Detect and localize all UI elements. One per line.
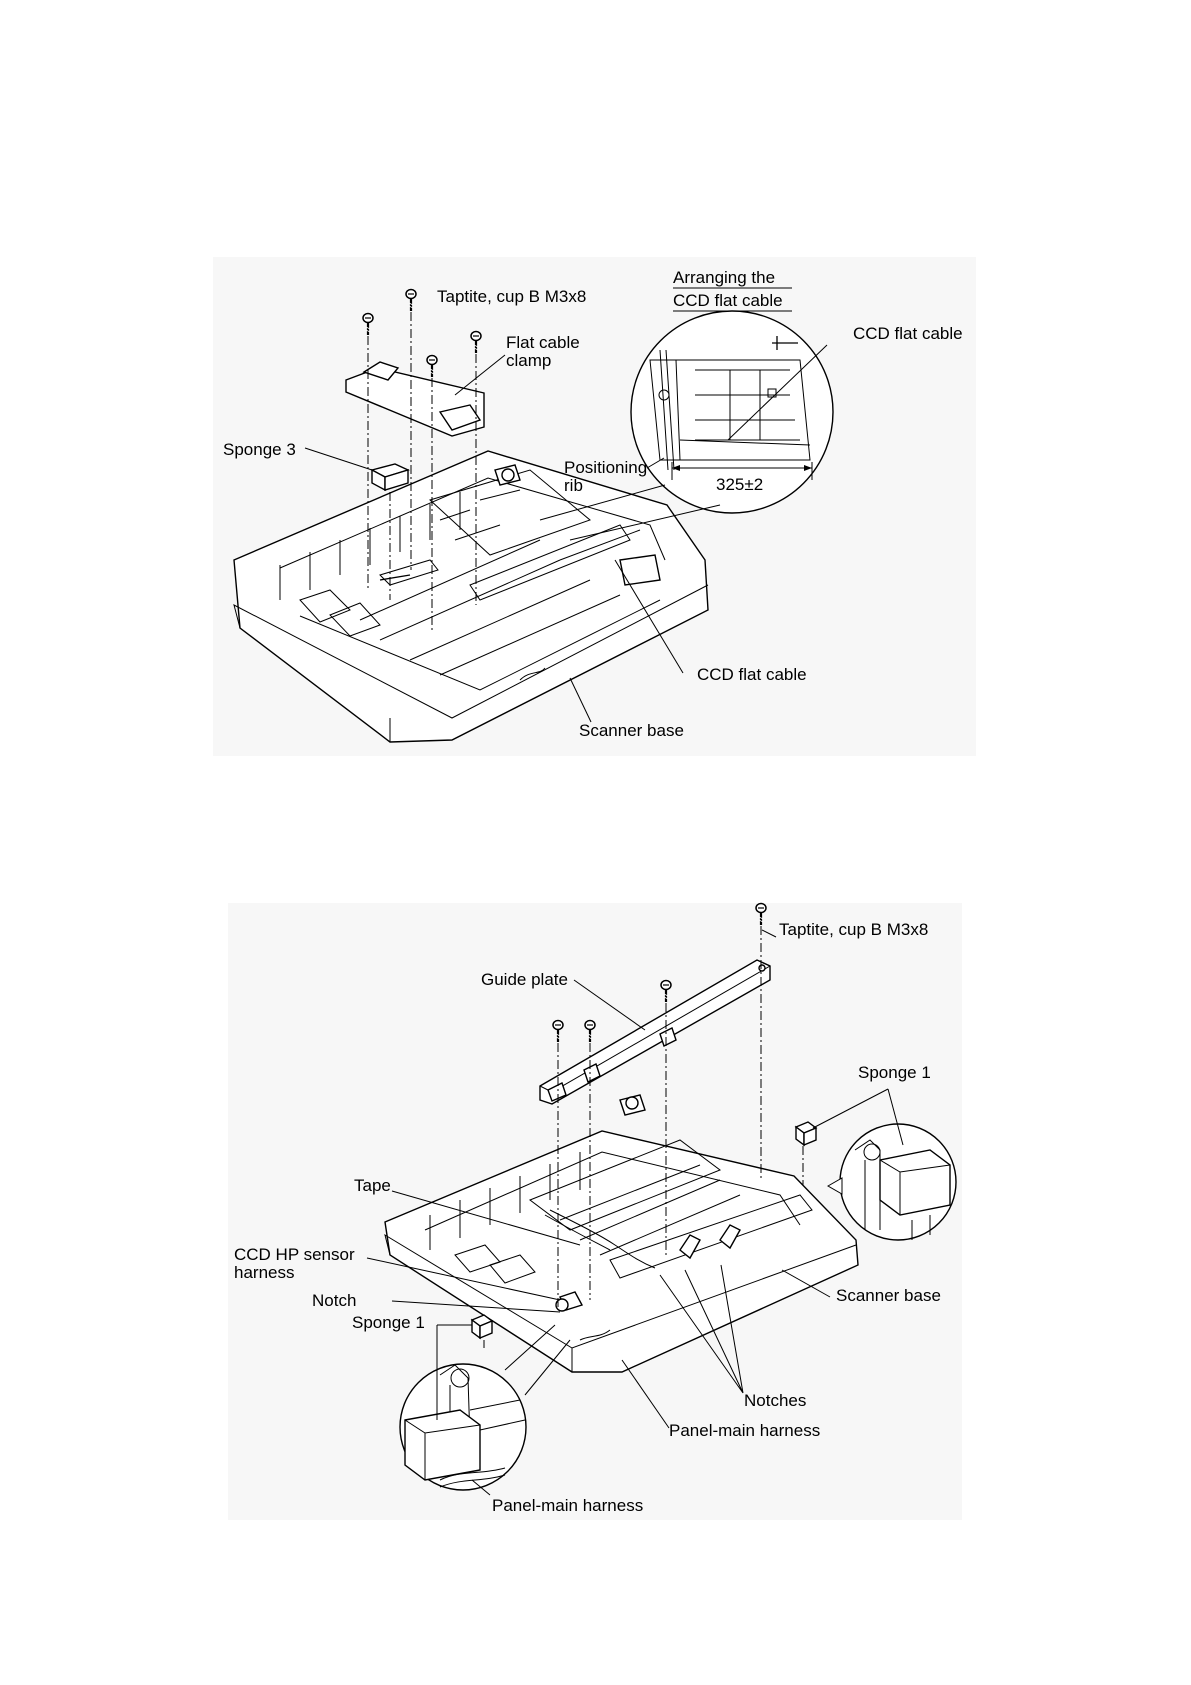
label-guide-plate: Guide plate — [481, 970, 568, 989]
label-panel-main-harness: Panel-main harness — [669, 1421, 820, 1440]
label-flat-cable-clamp-line2: clamp — [506, 351, 551, 370]
label-sponge-1-left: Sponge 1 — [352, 1313, 425, 1332]
bottom-figure: Taptite, cup B M3x8 Guide plate Sponge 1… — [228, 903, 962, 1520]
sponge-1-left — [472, 1315, 492, 1338]
label-ccd-hp-sensor-line2: harness — [234, 1263, 294, 1282]
label-notches: Notches — [744, 1391, 806, 1410]
label-sponge-1-right: Sponge 1 — [858, 1063, 931, 1082]
label-positioning-rib-line1: Positioning — [564, 458, 647, 477]
label-dimension: 325±2 — [716, 475, 763, 494]
inset-title-line1: Arranging the — [673, 268, 775, 287]
label-tape: Tape — [354, 1176, 391, 1195]
label-sponge-3: Sponge 3 — [223, 440, 296, 459]
label-inset-ccd-flat-cable: CCD flat cable — [853, 324, 963, 343]
sponge-1-right — [796, 1122, 816, 1145]
label-taptite-screw-top: Taptite, cup B M3x8 — [437, 287, 586, 306]
label-flat-cable-clamp-line1: Flat cable — [506, 333, 580, 352]
label-notch: Notch — [312, 1291, 356, 1310]
top-figure: Taptite, cup B M3x8 Flat cable clamp Spo… — [213, 257, 976, 756]
inset-title-line2: CCD flat cable — [673, 291, 783, 310]
label-ccd-flat-cable: CCD flat cable — [697, 665, 807, 684]
label-scanner-base-top: Scanner base — [579, 721, 684, 740]
label-scanner-base-bottom: Scanner base — [836, 1286, 941, 1305]
label-ccd-hp-sensor-line1: CCD HP sensor — [234, 1245, 355, 1264]
label-positioning-rib-line2: rib — [564, 476, 583, 495]
label-taptite-screw-bottom: Taptite, cup B M3x8 — [779, 920, 928, 939]
label-inset-panel-main-harness: Panel-main harness — [492, 1496, 643, 1515]
